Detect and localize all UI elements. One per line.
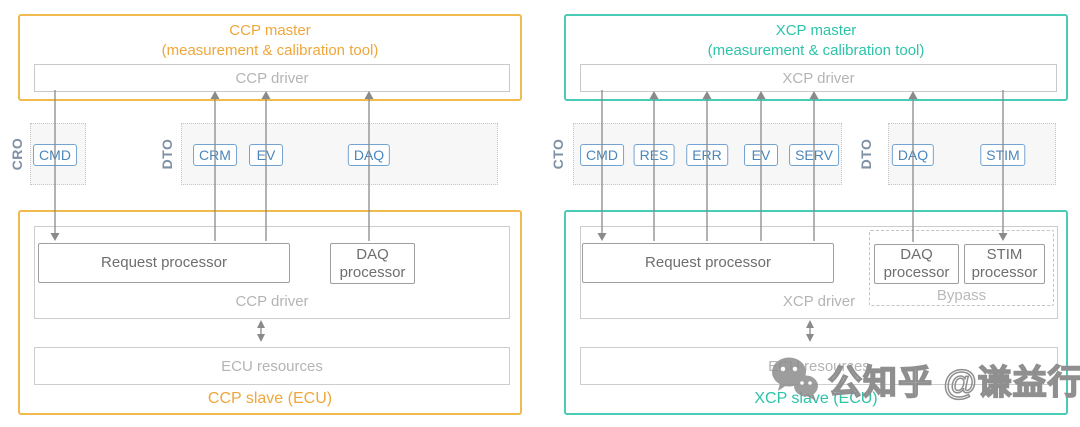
ccp-chip-ev: EV [249,144,283,166]
ccp-master-title: CCP master (measurement & calibration to… [20,21,520,61]
ccp-slave-title: CCP slave (ECU) [207,390,333,407]
xcp-master-title-line1: XCP master [775,22,857,39]
ccp-dto-label: DTO [159,138,175,170]
bypass-label: Bypass [936,287,987,304]
xcp-master-box: XCP master (measurement & calibration to… [564,14,1068,101]
ccp-chip-daq: DAQ [347,144,391,166]
ccp-daq-processor-box: DAQ processor [330,243,415,284]
ccp-ecu-resources-box: ECU resources [34,347,510,385]
ccp-master-title-line2: (measurement & calibration tool) [161,42,379,59]
xcp-master-driver-box: XCP driver [580,64,1057,92]
xcp-slave-title: XCP slave (ECU) [754,390,878,407]
xcp-chip-res: RES [633,144,675,166]
xcp-master-title: XCP master (measurement & calibration to… [566,21,1066,61]
xcp-slave-driver-label: XCP driver [782,293,856,310]
xcp-ecu-resources-box: ECU resources [580,347,1058,385]
xcp-slave-box: XCP driver Bypass Request processor DAQ … [564,210,1068,415]
ccp-chip-crm: CRM [193,144,237,166]
ccp-slave-box: CCP driver Request processor DAQ process… [18,210,522,415]
bypass-box: Bypass [869,230,1054,306]
xcp-chip-daq: DAQ [891,144,935,166]
xcp-chip-cmd: CMD [580,144,624,166]
watermark-text: 公知乎 @谦益行 [827,363,1080,403]
xcp-chip-serv: SERV [789,144,839,166]
ccp-master-driver-box: CCP driver [34,64,510,92]
ccp-master-box: CCP master (measurement & calibration to… [18,14,522,101]
xcp-dto-label: DTO [858,138,874,170]
ccp-slave-driver-label: CCP driver [235,293,309,310]
xcp-daq-processor-box: DAQ processor [874,244,959,284]
ccp-chip-cmd: CMD [33,144,77,166]
xcp-chip-ev: EV [744,144,778,166]
wechat-icon [772,357,818,401]
xcp-chip-stim: STIM [980,144,1026,166]
xcp-stim-processor-box: STIM processor [964,244,1045,284]
xcp-chip-err: ERR [686,144,728,166]
xcp-master-title-line2: (measurement & calibration tool) [707,42,925,59]
cto-label: CTO [550,138,566,170]
ccp-master-title-line1: CCP master [229,22,311,39]
xcp-request-processor-box: Request processor [582,243,834,283]
ccp-request-processor-box: Request processor [38,243,290,283]
watermark: 公知乎 @谦益行 [768,352,1080,406]
